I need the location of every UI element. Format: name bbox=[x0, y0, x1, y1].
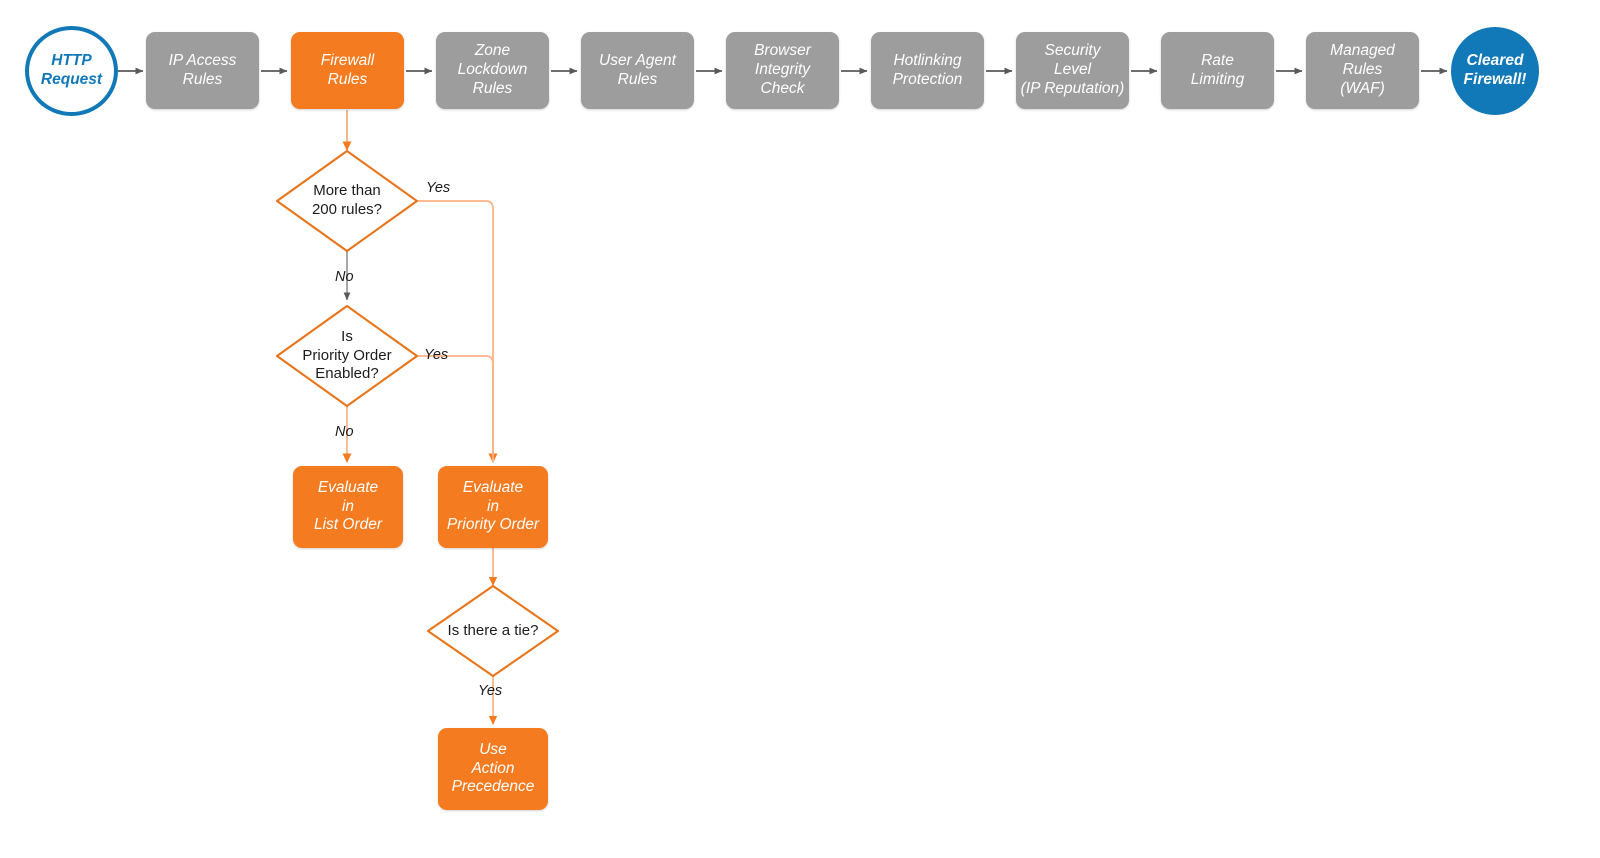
edge-label-priority-order-yes: Yes bbox=[424, 347, 449, 363]
edge-priority-order-yes bbox=[417, 355, 494, 462]
edge-more-rules-yes bbox=[417, 200, 498, 463]
edge-label-priority-order-no: No bbox=[335, 424, 354, 440]
node-is-there-a-tie[interactable]: Is there a tie? bbox=[428, 586, 558, 676]
edge-label-tie-yes: Yes bbox=[478, 683, 503, 699]
edge-label-more-rules-yes: Yes bbox=[426, 180, 451, 196]
decision-label: Is there a tie? bbox=[447, 621, 539, 639]
edge-label-more-rules-no: No bbox=[335, 269, 354, 285]
